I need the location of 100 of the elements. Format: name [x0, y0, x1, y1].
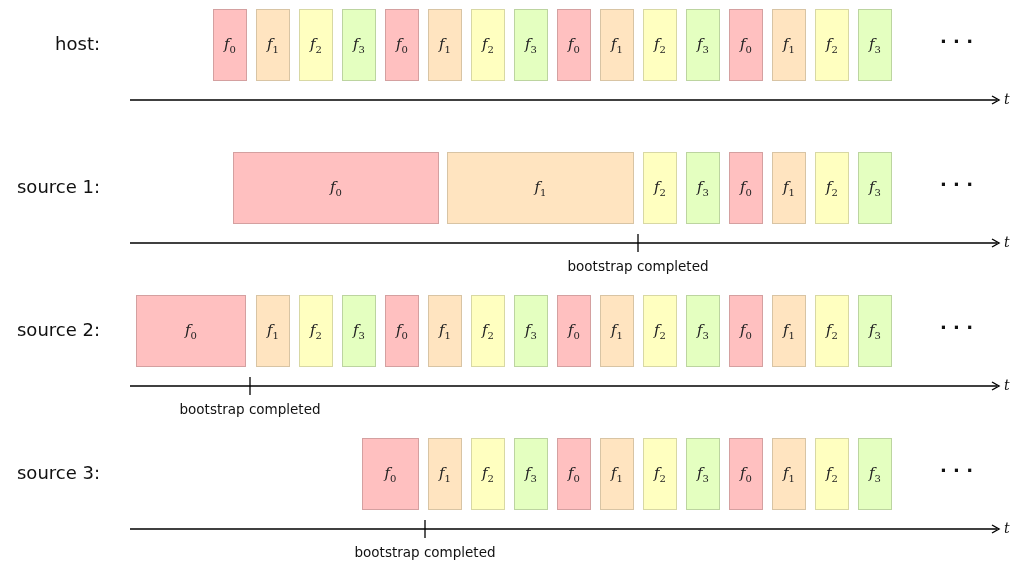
row-label: source 3:: [17, 462, 100, 483]
frame-box: [514, 295, 548, 367]
axis-label: t: [1004, 234, 1010, 250]
frame-label: f$_{2}$: [310, 35, 322, 55]
frame-label: f$_{0}$: [568, 321, 580, 341]
frame-box: [600, 438, 634, 510]
frame-box: [600, 9, 634, 81]
ellipsis: · · ·: [940, 460, 974, 481]
frame-label: f$_{0}$: [330, 178, 342, 198]
frame-label: f$_{2}$: [310, 321, 322, 341]
frame-box: [643, 9, 677, 81]
frame-box: [514, 438, 548, 510]
frame-box: [643, 438, 677, 510]
frame-box: [686, 9, 720, 81]
frame-label: f$_{3}$: [525, 321, 537, 341]
frame-box: [447, 152, 634, 224]
frame-box: [428, 295, 462, 367]
frame-box: [385, 295, 419, 367]
frame-box: [514, 9, 548, 81]
frame-label: f$_{2}$: [654, 321, 666, 341]
frame-box: [858, 438, 892, 510]
frame-box: [299, 295, 333, 367]
frame-label: f$_{3}$: [353, 321, 365, 341]
frame-label: f$_{2}$: [654, 464, 666, 484]
row-label: host:: [55, 33, 100, 54]
frame-box: [772, 152, 806, 224]
frame-label: f$_{0}$: [740, 464, 752, 484]
frame-box: [557, 295, 591, 367]
frame-box: [600, 295, 634, 367]
frame-label: f$_{0}$: [185, 321, 197, 341]
frame-label: f$_{3}$: [869, 35, 881, 55]
frame-label: f$_{1}$: [267, 321, 279, 341]
frame-label: f$_{0}$: [740, 178, 752, 198]
frame-label: f$_{1}$: [783, 35, 795, 55]
frame-label: f$_{3}$: [525, 35, 537, 55]
frame-label: f$_{2}$: [826, 464, 838, 484]
frame-box: [815, 9, 849, 81]
frame-box: [213, 9, 247, 81]
frame-label: f$_{3}$: [869, 321, 881, 341]
frame-label: f$_{3}$: [525, 464, 537, 484]
frame-label: f$_{1}$: [439, 321, 451, 341]
row-label: source 1:: [17, 176, 100, 197]
frame-label: f$_{1}$: [783, 178, 795, 198]
tick-label: bootstrap completed: [567, 258, 709, 274]
frame-box: [362, 438, 419, 510]
row-label: source 2:: [17, 319, 100, 340]
frame-label: f$_{1}$: [439, 35, 451, 55]
tick-label: bootstrap completed: [354, 544, 496, 560]
frame-label: f$_{0}$: [224, 35, 236, 55]
frame-label: f$_{2}$: [826, 321, 838, 341]
frame-box: [772, 438, 806, 510]
frame-label: f$_{1}$: [611, 35, 623, 55]
frame-label: f$_{1}$: [534, 178, 547, 198]
frame-box: [428, 9, 462, 81]
frame-box: [858, 295, 892, 367]
frame-box: [686, 152, 720, 224]
tick-label: bootstrap completed: [179, 401, 321, 417]
axis-label: t: [1004, 377, 1010, 393]
frame-label: f$_{3}$: [697, 321, 709, 341]
frame-label: f$_{2}$: [826, 178, 838, 198]
frame-label: f$_{1}$: [611, 464, 623, 484]
frame-label: f$_{3}$: [697, 178, 709, 198]
frame-box: [815, 295, 849, 367]
frame-box: [729, 295, 763, 367]
frame-label: f$_{3}$: [353, 35, 365, 55]
frame-box: [858, 152, 892, 224]
frame-label: f$_{0}$: [396, 35, 408, 55]
frame-box: [686, 438, 720, 510]
axis-label: t: [1004, 91, 1010, 107]
frame-label: f$_{3}$: [697, 464, 709, 484]
frame-box: [815, 438, 849, 510]
frame-label: f$_{0}$: [384, 464, 397, 484]
frame-label: f$_{3}$: [869, 178, 881, 198]
frame-label: f$_{0}$: [568, 464, 580, 484]
frame-label: f$_{1}$: [439, 464, 451, 484]
frame-box: [858, 9, 892, 81]
frame-label: f$_{1}$: [783, 464, 795, 484]
frame-label: f$_{2}$: [654, 178, 666, 198]
ellipsis: · · ·: [940, 31, 974, 52]
frame-box: [643, 152, 677, 224]
frame-box: [471, 295, 505, 367]
frame-box: [428, 438, 462, 510]
frame-label: f$_{3}$: [869, 464, 881, 484]
frame-label: f$_{3}$: [697, 35, 709, 55]
frame-box: [729, 438, 763, 510]
frame-label: f$_{0}$: [740, 35, 752, 55]
frame-label: f$_{1}$: [783, 321, 795, 341]
ellipsis: · · ·: [940, 317, 974, 338]
frame-box: [729, 152, 763, 224]
frame-box: [557, 9, 591, 81]
frame-box: [385, 9, 419, 81]
frame-label: f$_{2}$: [654, 35, 666, 55]
frame-label: f$_{0}$: [740, 321, 752, 341]
frame-label: f$_{0}$: [396, 321, 408, 341]
frame-label: f$_{0}$: [568, 35, 580, 55]
frame-box: [136, 295, 246, 367]
frame-box: [772, 9, 806, 81]
frame-label: f$_{2}$: [482, 321, 494, 341]
frame-box: [471, 9, 505, 81]
frame-box: [643, 295, 677, 367]
